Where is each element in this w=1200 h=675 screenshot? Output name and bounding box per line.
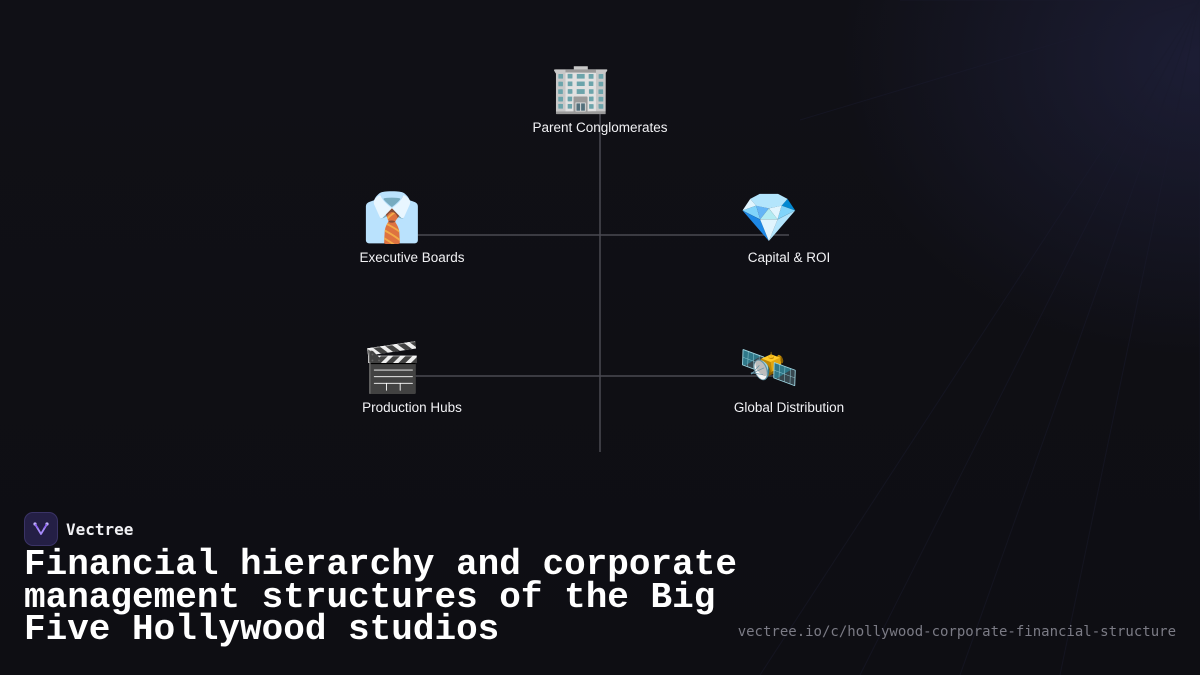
satellite-icon: 🛰️ bbox=[739, 340, 799, 396]
node-production-hubs[interactable]: 🎬 Production Hubs bbox=[302, 340, 522, 415]
node-label: Production Hubs bbox=[362, 400, 462, 415]
page-title: Financial hierarchy and corporate manage… bbox=[24, 544, 737, 650]
node-capital-roi[interactable]: 💎 Capital & ROI bbox=[679, 190, 899, 265]
node-label: Parent Conglomerates bbox=[532, 120, 668, 135]
gem-icon: 💎 bbox=[739, 190, 799, 246]
clapper-board-icon: 🎬 bbox=[362, 340, 422, 396]
brand-name: Vectree bbox=[66, 519, 134, 539]
vectree-logo-icon bbox=[24, 512, 58, 546]
necktie-shirt-icon: 👔 bbox=[362, 190, 422, 246]
brand[interactable]: Vectree bbox=[24, 512, 133, 546]
node-parent-conglomerates[interactable]: 🏢 Parent Conglomerates bbox=[490, 60, 710, 135]
source-url[interactable]: vectree.io/c/hollywood-corporate-financi… bbox=[737, 624, 1176, 640]
office-building-icon: 🏢 bbox=[551, 60, 611, 116]
node-label: Global Distribution bbox=[733, 400, 845, 415]
node-label: Executive Boards bbox=[359, 250, 465, 265]
node-executive-boards[interactable]: 👔 Executive Boards bbox=[302, 190, 522, 265]
node-global-distribution[interactable]: 🛰️ Global Distribution bbox=[679, 340, 899, 415]
node-label: Capital & ROI bbox=[747, 250, 831, 265]
